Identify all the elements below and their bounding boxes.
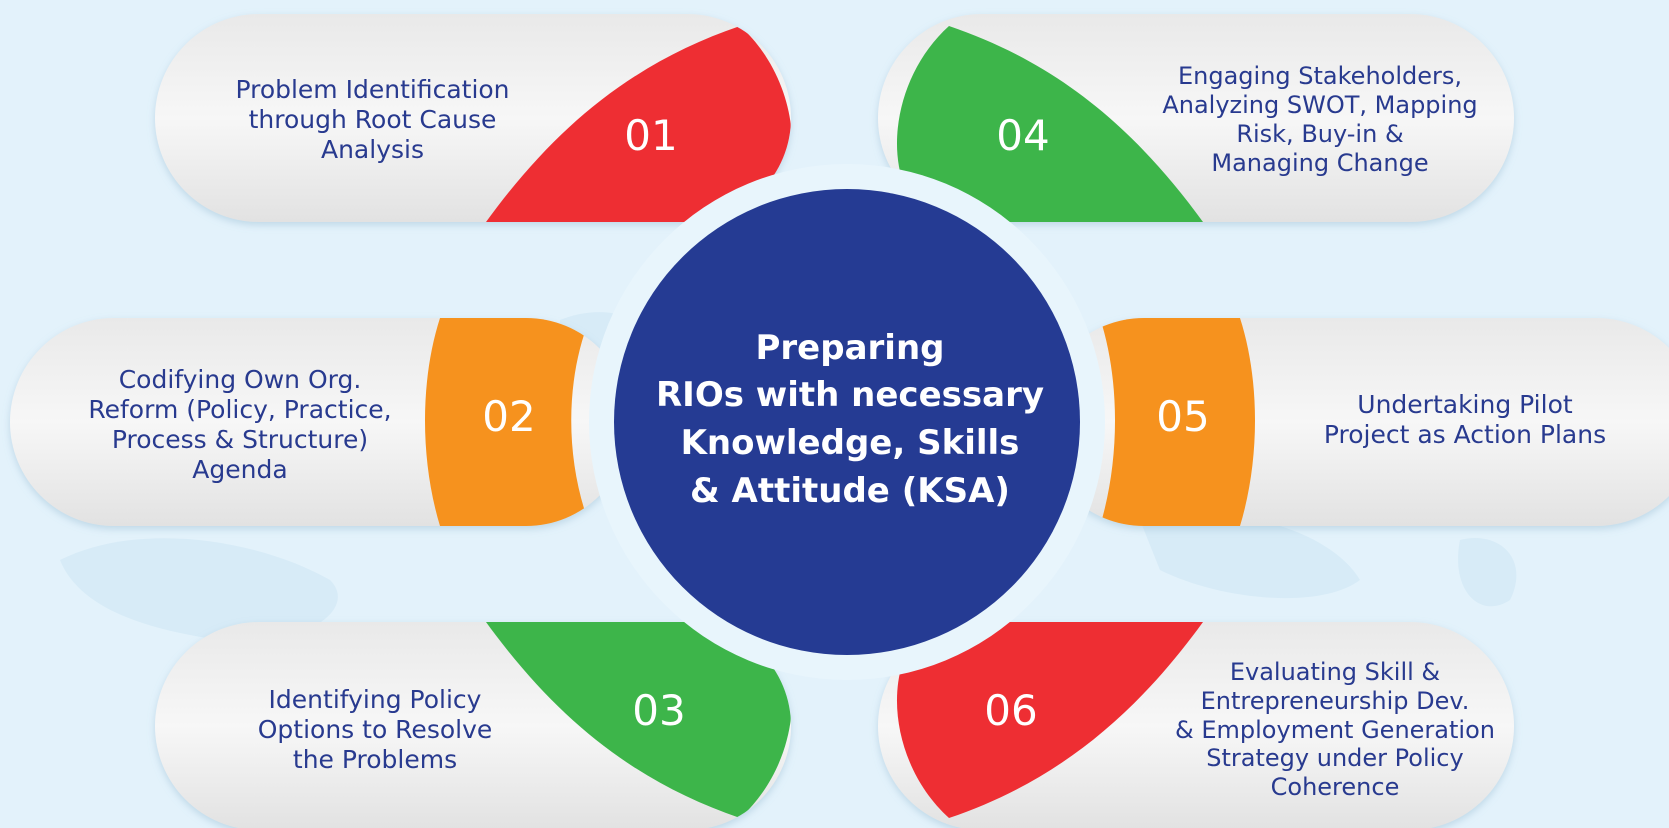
- step-04-card: [878, 14, 1514, 222]
- text-line: Engaging Stakeholders,: [1177, 62, 1462, 91]
- step-06-number: 06: [984, 686, 1038, 735]
- text-line: Managing Change: [1211, 148, 1429, 177]
- step-05-number: 05: [1156, 392, 1210, 441]
- text-line: & Employment Generation: [1175, 715, 1495, 744]
- text-line: Problem Identification: [235, 75, 510, 104]
- center-circle: [614, 189, 1080, 655]
- text-line: Undertaking Pilot: [1357, 390, 1573, 419]
- step-04-text-lines: Engaging Stakeholders,Analyzing SWOT, Ma…: [1162, 62, 1477, 177]
- text-line: Options to Resolve: [257, 715, 493, 744]
- text-line: Analyzing SWOT, Mapping: [1162, 91, 1478, 120]
- text-line: Agenda: [192, 455, 288, 484]
- step-01-number: 01: [624, 111, 678, 160]
- step-04-text: Engaging Stakeholders,Analyzing SWOT, Ma…: [1120, 40, 1520, 200]
- text-line: Reform (Policy, Practice,: [88, 395, 392, 424]
- text-line: Process & Structure): [111, 425, 369, 454]
- step-01-color-blade: [486, 26, 791, 222]
- text-line: Evaluating Skill &: [1229, 658, 1441, 686]
- text-line: RIOs with necessary: [656, 375, 1044, 416]
- step-03-card: [155, 622, 791, 828]
- text-line: Project as Action Plans: [1323, 420, 1607, 449]
- step-04-number: 04: [996, 111, 1050, 160]
- text-line: Coherence: [1270, 773, 1400, 802]
- text-line: & Attitude (KSA): [690, 470, 1010, 511]
- text-line: Identifying Policy: [268, 685, 482, 714]
- step-02-text-lines: Codifying Own Org.Reform (Policy, Practi…: [88, 365, 391, 485]
- text-line: Analysis: [320, 135, 424, 164]
- step-02-text: Codifying Own Org.Reform (Policy, Practi…: [40, 345, 440, 505]
- step-06-text: Evaluating Skill &Entrepreneurship Dev.&…: [1130, 640, 1540, 820]
- step-02-number: 02: [482, 392, 536, 441]
- step-05-card: [1040, 318, 1669, 526]
- background-map: [60, 312, 1517, 642]
- text-line: Knowledge, Skills: [680, 423, 1020, 463]
- step-02-card: [10, 318, 630, 526]
- step-03-color-blade: [486, 622, 791, 818]
- step-06-text-lines: Evaluating Skill &Entrepreneurship Dev.&…: [1175, 658, 1495, 802]
- text-line: through Root Cause: [248, 105, 497, 134]
- text-line: the Problems: [292, 745, 458, 774]
- text-line: Codifying Own Org.: [118, 365, 362, 394]
- step-02-color-blade: [425, 318, 590, 526]
- text-line: Preparing: [755, 327, 945, 368]
- text-line: Risk, Buy-in &: [1236, 120, 1404, 148]
- step-06-color-blade: [896, 622, 1203, 818]
- step-01-card: [155, 14, 791, 222]
- text-line: Strategy under Policy: [1206, 744, 1464, 773]
- step-05-color-blade: [1100, 318, 1255, 526]
- step-06-card: [878, 622, 1514, 828]
- step-04-color-blade: [896, 26, 1203, 222]
- step-03-number: 03: [632, 686, 686, 735]
- text-line: Entrepreneurship Dev.: [1200, 686, 1470, 715]
